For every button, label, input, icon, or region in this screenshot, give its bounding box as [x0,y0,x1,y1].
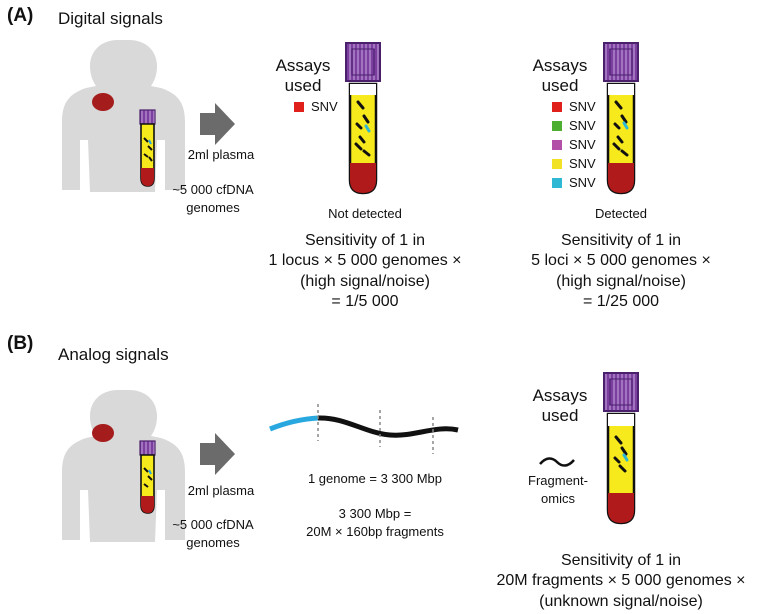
sensitivity-block-2: Sensitivity of 1 in 5 loci × 5 000 genom… [506,231,736,313]
legend-label: SNV [311,99,338,114]
sensitivity-line: Sensitivity of 1 in [560,552,682,569]
genomes-label: ~5 000 cfDNA genomes [158,516,268,551]
genomes-line-1: ~5 000 cfDNA [172,517,254,532]
fragmentomics-icon [539,457,575,467]
status-not-detected: Not detected [328,206,402,221]
sensitivity-line: (unknown signal/noise) [539,592,703,610]
sensitivity-line: (high signal/noise) [556,272,686,290]
assays-line-1: Assays [532,386,588,405]
body-silhouette-a [62,40,185,192]
plasma-label: 2ml plasma [187,147,255,162]
legend-label: SNV [569,156,596,171]
legend-swatch [552,139,562,150]
fragments-label: 3 300 Mbp = 20M × 160bp fragments [290,505,460,540]
dna-strand [269,404,459,454]
legend-item: SNV [552,116,596,135]
legend-label: SNV [569,118,596,133]
assays-line-2: used [541,76,579,96]
legend-label: SNV [569,175,596,190]
legend-label: SNV [569,137,596,152]
legend-swatch [552,158,562,169]
assays-used-heading: Assays used [268,56,338,97]
assays-line-1: Assays [532,56,588,75]
genomes-label: ~5 000 cfDNA genomes [158,181,268,216]
sensitivity-line: 1 locus × 5 000 genomes × [268,252,462,270]
fragmentomics-line-1: Fragment- [528,473,588,488]
genomes-line-1: ~5 000 cfDNA [172,182,254,197]
tumor-icon [92,424,114,442]
legend-tube2: SNV SNV SNV SNV SNV [552,97,596,192]
sensitivity-block-3: Sensitivity of 1 in 20M fragments × 5 00… [476,551,759,612]
sensitivity-block-1: Sensitivity of 1 in 1 locus × 5 000 geno… [250,231,480,313]
sensitivity-line: (high signal/noise) [300,272,430,290]
arrow-right-icon [200,103,235,145]
sensitivity-line: = 1/25 000 [582,293,660,311]
plasma-label: 2ml plasma [187,483,255,498]
panel-a-title: Digital signals [58,9,163,28]
sensitivity-line: Sensitivity of 1 in [304,232,426,249]
tumor-icon [92,93,114,111]
panel-a-label: (A) [7,5,34,26]
assays-line-1: Assays [275,56,331,75]
panel-b-title: Analog signals [58,345,169,364]
legend-item: SNV [552,97,596,116]
genomes-line-2: genomes [186,199,240,215]
legend-swatch [294,101,304,112]
status-detected: Detected [594,206,648,221]
sensitivity-line: 20M fragments × 5 000 genomes × [496,572,746,590]
tube-fragmentomics [603,372,639,525]
sensitivity-line: = 1/5 000 [331,293,399,311]
genomes-line-2: genomes [186,534,240,550]
legend-swatch [552,101,562,112]
small-tube-b [139,440,156,514]
fragments-line-1: 3 300 Mbp = [338,506,412,521]
assays-used-heading: Assays used [525,386,595,427]
small-tube-a [139,109,156,187]
assays-line-2: used [284,76,322,96]
legend-item: SNV [552,154,596,173]
panel-b-label: (B) [7,333,34,354]
fragmentomics-label: Fragment- omics [520,472,596,507]
legend-tube1: SNV [294,97,338,116]
legend-item: SNV [552,135,596,154]
legend-swatch [552,177,562,188]
fragments-line-2: 20M × 160bp fragments [306,523,444,539]
fragmentomics-line-2: omics [541,490,575,506]
sensitivity-line: 5 loci × 5 000 genomes × [531,252,711,270]
sensitivity-line: Sensitivity of 1 in [560,232,682,249]
legend-item: SNV [552,173,596,192]
legend-label: SNV [569,99,596,114]
assays-line-2: used [541,406,579,426]
genome-size-label: 1 genome = 3 300 Mbp [307,471,443,486]
tube-not-detected [345,42,381,195]
arrow-right-icon [200,433,235,475]
legend-swatch [552,120,562,131]
assays-used-heading: Assays used [525,56,595,97]
legend-item: SNV [294,97,338,116]
tube-detected [603,42,639,195]
